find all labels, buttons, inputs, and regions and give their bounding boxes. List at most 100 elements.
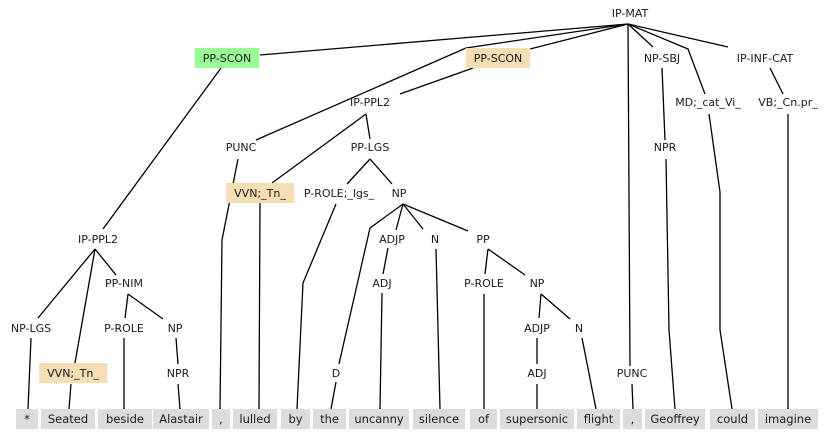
tree-edge [402,203,469,232]
tree-edges [27,23,789,410]
tree-edge [338,203,404,365]
tree-node-pp-lgs: PP-LGS [351,141,390,154]
token-text: the [320,412,339,426]
tree-edge [402,203,424,230]
tree-node-np-lgs: NP-LGS [11,322,51,335]
tree-node-vvn-tn: VVN;_Tn_ [39,363,108,383]
token-box [313,409,346,429]
node-label: NPR [167,367,190,380]
tree-edge [395,203,404,231]
token-text: uncanny [354,412,404,426]
token-8: uncanny [349,409,409,429]
tree-edge [435,248,441,410]
tree-edge [627,23,654,48]
token-text: could [717,412,748,426]
token-7: the [313,409,346,429]
token-text: by [288,412,302,426]
tree-edge [27,337,32,410]
node-label: VVN;_Tn_ [234,187,286,200]
node-label: MD;_cat_Vi_ [675,96,741,109]
token-box [98,409,152,429]
tree-edge [124,293,129,319]
node-label: NP [530,277,545,290]
node-label: IP-PPL2 [78,233,118,246]
tree-node-ip-mat: IP-MAT [612,7,649,20]
node-label: ADJP [524,322,550,335]
token-box [16,409,38,429]
tree-node-np: NP [392,187,407,200]
node-label: ADJP [379,233,405,246]
tree-edge [538,293,542,319]
tree-node-p-role: P-ROLE [464,277,504,290]
node-label: ADJ [372,277,391,290]
node-label: NPR [654,141,677,154]
tree-edge [255,23,629,141]
token-text: Alastair [159,412,203,426]
token-6: by [281,409,310,429]
node-label: VB;_Cn.pr_ [758,96,818,109]
tree-node-punc: PUNC [226,141,257,154]
token-10: of [470,409,497,429]
tree-node-np: NP [530,277,545,290]
tree-edge [68,383,72,410]
tree-node-ip-inf-cat: IP-INF-CAT [737,52,794,65]
tree-node-p-role: P-ROLE [104,322,144,335]
token-box [758,409,818,429]
node-label: ADJ [527,367,546,380]
node-highlight-box [465,48,531,68]
tree-edge [627,23,631,367]
node-label: NP-LGS [11,322,51,335]
token-1: Seated [41,409,95,429]
tree-edge [627,23,729,48]
tree-node-npr: NPR [167,367,190,380]
token-box [153,409,209,429]
token-box [413,409,465,429]
tree-node-pp: PP [476,233,490,246]
tree-edge [369,158,393,185]
token-box [470,409,497,429]
token-16: imagine [758,409,818,429]
tree-edge [529,23,629,50]
node-highlight-box [39,363,108,383]
node-label: PUNC [617,367,648,380]
token-9: silence [413,409,465,429]
node-label: PP [476,233,490,246]
token-text: * [24,412,30,426]
tree-edge [175,337,179,365]
token-box [281,409,310,429]
tree-node-n: N [575,322,583,335]
node-label: P-ROLE [104,322,144,335]
tree-edge [708,113,733,410]
node-label: PP-NIM [105,277,143,290]
node-label: PUNC [226,141,257,154]
tree-nodes: IP-MAT PP-SCON PUNC PP-SCON PUNC NP-SBJ MD;_ca… [11,7,818,383]
tree-node-vvn-tn: VVN;_Tn_ [226,183,295,203]
node-label: IP-PPL2 [350,96,390,109]
node-label: NP-SBJ [644,52,680,65]
token-box [233,409,277,429]
token-text: supersonic [506,412,568,426]
token-box [577,409,620,429]
node-label: IP-MAT [612,7,649,20]
tree-edge [661,67,666,141]
tree-node-adjp: ADJP [379,233,405,246]
token-3: Alastair [153,409,209,429]
token-box [645,409,705,429]
token-text: silence [419,412,459,426]
tree-node-d: D [332,367,340,380]
token-box [349,409,409,429]
token-text: beside [106,412,144,426]
tree-node-np: NP [168,322,183,335]
tree-edge [484,248,489,275]
node-label: PP-SCON [203,52,252,65]
token-text: Geoffrey [650,412,699,426]
token-13: , [623,409,642,429]
node-label: IP-INF-CAT [737,52,794,65]
tree-edge [94,248,117,276]
node-label: N [575,322,583,335]
node-label: PP-SCON [474,52,523,65]
node-label: P-ROLE;_lgs_ [304,187,375,200]
token-box [212,409,230,429]
node-label: NP [168,322,183,335]
